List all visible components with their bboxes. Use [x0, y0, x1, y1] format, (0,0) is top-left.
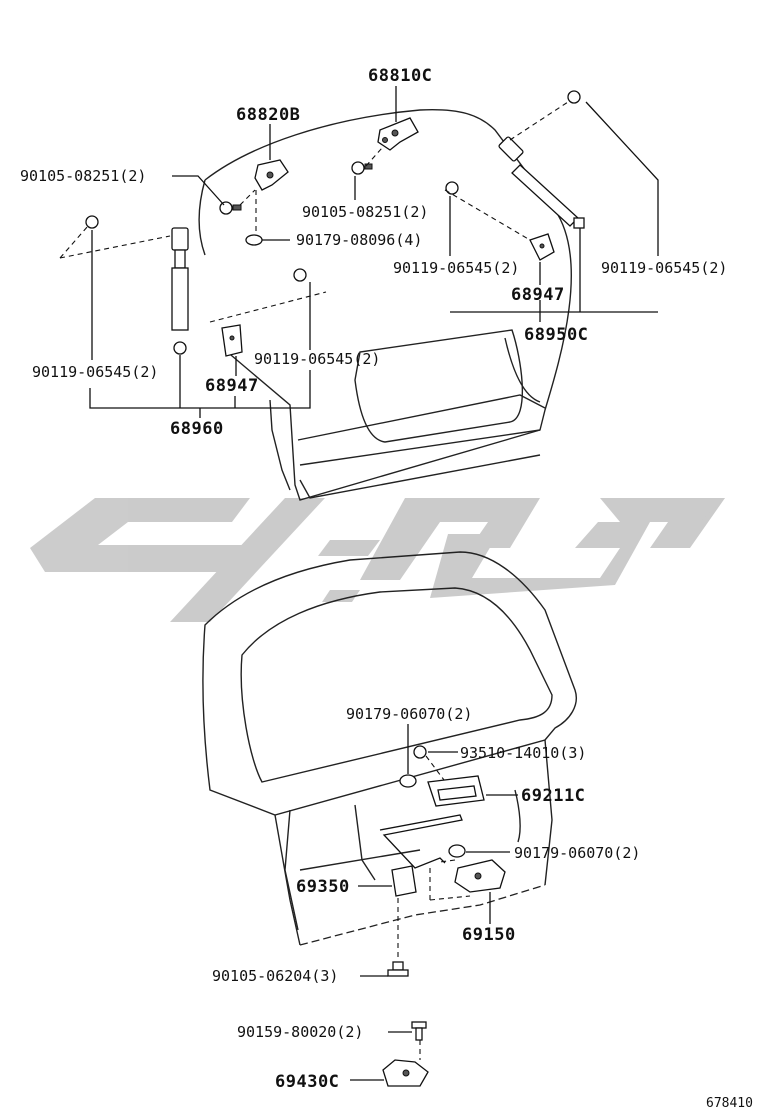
- bracket-68947-left: [221, 324, 243, 357]
- lower-leader-lines: [350, 724, 518, 1081]
- label-90179-06070-lower: 90179-06070(2): [514, 844, 640, 862]
- label-68810C: 68810C: [368, 66, 432, 86]
- label-90105-08251-left: 90105-08251(2): [20, 167, 146, 185]
- label-90179-08096: 90179-08096(4): [296, 231, 422, 249]
- screw-90159-80020: [411, 1021, 427, 1041]
- label-90179-06070-upper: 90179-06070(2): [346, 705, 472, 723]
- upper-door-outline: [198, 108, 572, 501]
- reference-number: 678410: [706, 1096, 753, 1111]
- label-69211C: 69211C: [521, 786, 585, 806]
- ball-stud-90119-06545: [85, 90, 581, 282]
- clip-90179-06070-upper: [399, 774, 417, 788]
- label-90159-80020: 90159-80020(2): [237, 1023, 363, 1041]
- rod-69350: [379, 814, 463, 897]
- label-68947-left: 68947: [205, 376, 259, 396]
- bolt-90105-08251-left: [219, 201, 242, 215]
- label-90119-06545-left-outer: 90119-06545(2): [32, 363, 158, 381]
- label-68820B: 68820B: [236, 105, 300, 125]
- stay-right: [498, 136, 585, 229]
- hinge-68810C: [377, 117, 419, 151]
- clip-90179-06070-lower: [448, 844, 466, 858]
- label-93510-14010: 93510-14010(3): [460, 744, 586, 762]
- stay-left: [171, 227, 189, 355]
- bracket-68947-right: [529, 233, 555, 261]
- label-90105-08251-right: 90105-08251(2): [302, 203, 428, 221]
- striker-69430C: [382, 1059, 429, 1087]
- label-69150: 69150: [462, 925, 516, 945]
- bolt-90105-08251-right: [351, 161, 373, 175]
- label-69350: 69350: [296, 877, 350, 897]
- bolt-90105-06204: [387, 961, 409, 977]
- label-90105-06204: 90105-06204(3): [212, 967, 338, 985]
- handle-69211C: [427, 775, 485, 807]
- lock-69150: [454, 859, 506, 893]
- label-68960: 68960: [170, 419, 224, 439]
- label-90119-06545-right-outer: 90119-06545(2): [601, 259, 727, 277]
- hinge-68820B: [254, 159, 289, 191]
- bolt-93510-14010: [413, 745, 427, 759]
- label-69430C: 69430C: [275, 1072, 339, 1092]
- label-68947-right: 68947: [511, 285, 565, 305]
- label-90119-06545-left-inner: 90119-06545(2): [254, 350, 380, 368]
- watermark-logo: [30, 498, 725, 622]
- label-90119-06545-right-inner: 90119-06545(2): [393, 259, 519, 277]
- clip-90179-08096: [245, 234, 263, 246]
- label-68950C: 68950C: [524, 325, 588, 345]
- upper-leader-lines: [59, 86, 659, 418]
